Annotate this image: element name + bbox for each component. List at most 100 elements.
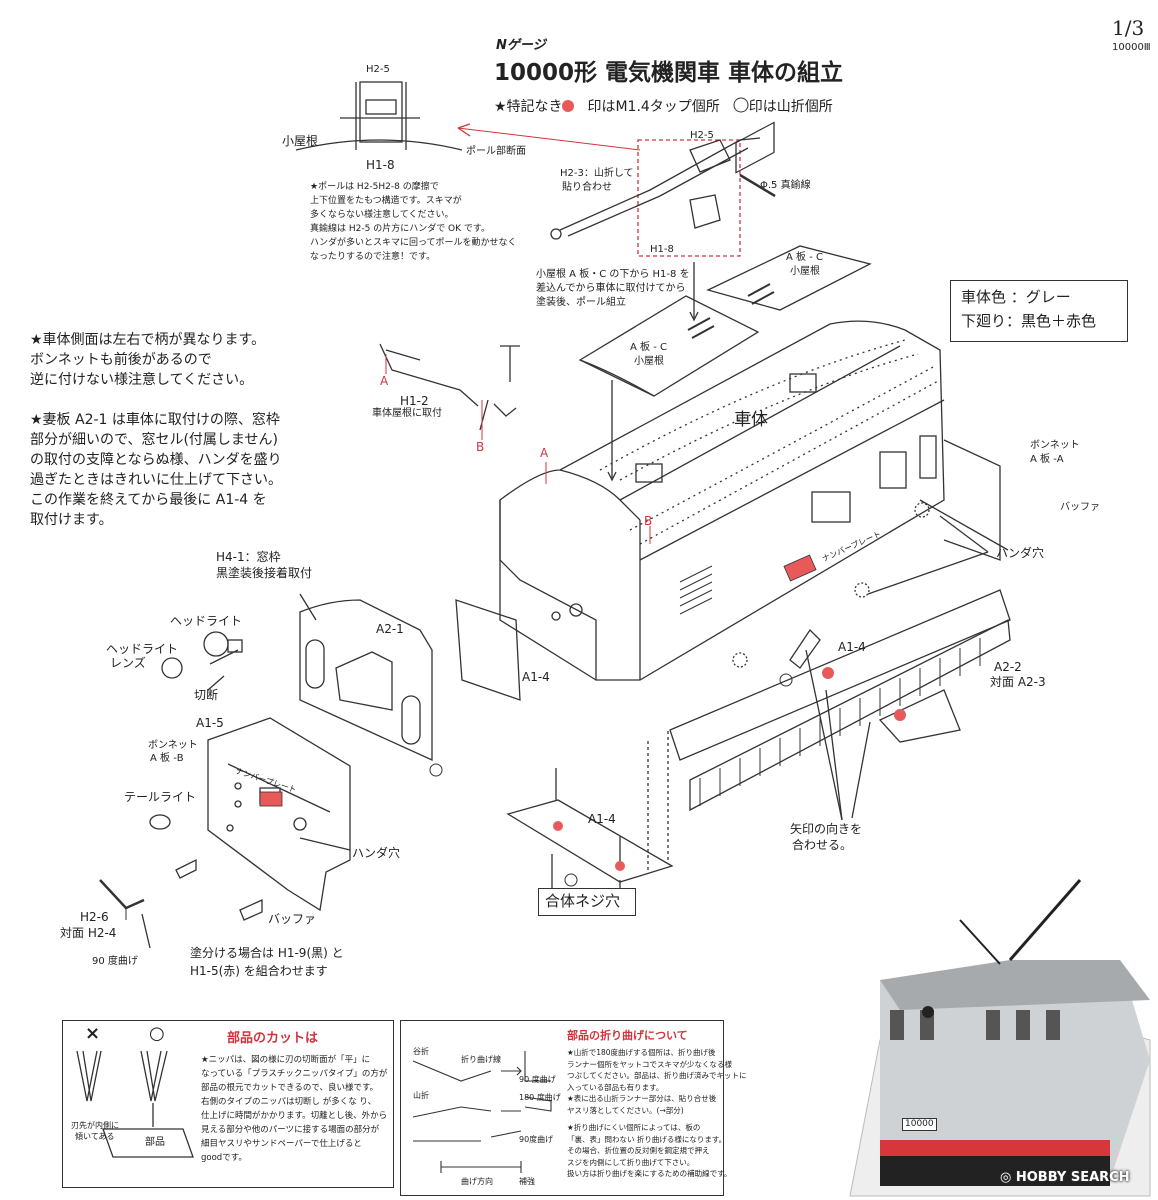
label-arrow-align-2: 合わせる。 bbox=[792, 838, 853, 852]
cut-text-line: ★ニッパは、図の様に刃の切断面が「平」に bbox=[201, 1055, 371, 1065]
label-headlight-lens: ヘッドライト bbox=[106, 642, 179, 656]
fig-180: 180 度曲げ bbox=[519, 1093, 561, 1102]
model-photo bbox=[849, 879, 1151, 1197]
label-h2-5-detail: H2-5 bbox=[690, 130, 714, 141]
watermark-text: HOBBY SEARCH bbox=[1015, 1170, 1130, 1185]
roof-note-line: 小屋根 A 板・C の下から H1-8 を bbox=[536, 269, 690, 280]
bend-text-line: 「裏、表」問わない 折り曲げる様になります。 bbox=[567, 1134, 727, 1144]
bend-text-line: ★折り曲げにくい個所によっては、板の bbox=[567, 1123, 701, 1132]
pole-note-line: なったりするので注意！です。 bbox=[310, 252, 436, 262]
label-headlight: ヘッドライト bbox=[170, 614, 243, 628]
cut-text-line: 仕上げに時間がかかります。切離とし後、外から bbox=[201, 1111, 388, 1121]
end-note-line: 部分が細いので、窓セル(付属しません) bbox=[30, 432, 278, 448]
screw-hole-box: 合体ネジ穴 bbox=[538, 888, 636, 916]
label-solder-holes-right: ハンダ穴 bbox=[996, 546, 1045, 560]
legend-fold: 印は山折個所 bbox=[748, 99, 833, 115]
label-h1-2-note: 車体屋根に取付 bbox=[372, 408, 442, 419]
pole-note-line: 多くならない様注意してください。 bbox=[310, 210, 454, 220]
bend-panel-text: ★山折で180度曲げする個所は、折り曲げ後 ランナー個所をヤットコでスキマが少な… bbox=[567, 1047, 747, 1180]
pole-note-line: ハンダが多いとスキマに回ってポールを動かせなく bbox=[310, 238, 517, 248]
body-color: 車体色 ：グレー bbox=[961, 288, 1071, 306]
watermark-logo-icon: ◎ bbox=[1000, 1170, 1016, 1185]
end-note-line: 過ぎたときはきれいに仕上げて下さい。 bbox=[30, 472, 282, 488]
cut-o-mark: ○ bbox=[149, 1023, 165, 1044]
pole-section-roof bbox=[295, 139, 463, 151]
label-h1-8-detail: H1-8 bbox=[650, 244, 674, 255]
roof-note-line: 差込んでから車体に取付けてから bbox=[536, 283, 686, 294]
pole-bracket bbox=[359, 81, 403, 143]
bend-text-line: 扱い方は折り曲げを楽にするための補助線です。 bbox=[567, 1169, 732, 1178]
label-h2-5-top: H2-5 bbox=[366, 64, 390, 75]
cut-panel-title: 部品のカットは bbox=[227, 1031, 319, 1046]
label-h1-8: H1-8 bbox=[366, 158, 395, 172]
label-koyane: 小屋根 bbox=[282, 134, 319, 148]
mark-b-rail: B bbox=[476, 440, 485, 454]
pole-note-line: 真鍮線は H2-5 の片方にハンダで OK です。 bbox=[310, 224, 490, 234]
label-h2-3: H2-3：山折して bbox=[560, 168, 634, 179]
paint-note: 塗分ける場合は H1-9(黒) と H1-5(赤) を組合わせます bbox=[190, 944, 344, 980]
roof-plate-left bbox=[578, 295, 760, 397]
tap-marker bbox=[562, 100, 574, 112]
label-roof-c-right-2: 小屋根 bbox=[790, 266, 820, 277]
fig-mountain: 山折 bbox=[413, 1091, 429, 1100]
fig-90b: 90度曲げ bbox=[519, 1135, 554, 1144]
watermark: ◎ HOBBY SEARCH bbox=[1000, 1170, 1130, 1185]
label-pole-section: ポール部断面 bbox=[466, 146, 526, 157]
pole-detail-box bbox=[637, 139, 741, 257]
cut-text-line: 部品の根元でカットできるので、良い様です。 bbox=[201, 1083, 379, 1093]
pole-note-line: ★ポールは H2-5H2-8 の摩擦で bbox=[310, 182, 439, 192]
end-note-line: この作業を終えてから最後に A1-4 を bbox=[30, 492, 267, 508]
paint-note-line: 塗分ける場合は H1-9(黒) と bbox=[190, 946, 344, 960]
side-note-line: 逆に付けない様注意してください。 bbox=[30, 372, 254, 388]
bend-instructions-panel: 部品の折り曲げについて 谷折 山折 90 度曲げ 180 度曲げ 90度曲げ 折… bbox=[400, 1020, 747, 1196]
bend-text-line: その場合、折位置の反対側を鋼定規で押え bbox=[567, 1146, 710, 1155]
label-bonnet-a: ボンネット bbox=[1030, 440, 1080, 451]
label-headlight-lens-2: レンズ bbox=[110, 656, 146, 670]
roof-note-line: 塗装後、ポール組立 bbox=[536, 297, 626, 308]
label-roof-c-right: A 板 - C bbox=[786, 252, 823, 263]
end-plate bbox=[299, 599, 433, 762]
label-h4-1-b: 黒塗装後接着取付 bbox=[216, 566, 313, 580]
mark-b-body: B bbox=[644, 514, 653, 528]
mark-a-body: A bbox=[540, 446, 549, 460]
fig-pos: 曲げ方向 bbox=[461, 1177, 493, 1186]
fig-valley: 谷折 bbox=[413, 1047, 429, 1056]
mark-a-rail: A bbox=[380, 374, 389, 388]
label-a1-5: A1-5 bbox=[196, 716, 224, 730]
label-h2-6: H2-6 bbox=[80, 910, 109, 924]
side-note-line: ボンネットも前後があるので bbox=[30, 352, 212, 368]
nipper-illustration bbox=[76, 1050, 194, 1158]
label-screw-hole: 合体ネジ穴 bbox=[545, 892, 621, 910]
end-note-line: 取付けます。 bbox=[30, 512, 113, 528]
bend-text-line: ★表に出る山折ランナー部分は、貼り合せ後 bbox=[567, 1094, 717, 1103]
body-shell bbox=[499, 320, 945, 681]
fig-fold-line: 折り曲げ線 bbox=[461, 1055, 501, 1064]
cut-text-line: 右側のタイプのニッパは切断し が多くな り、 bbox=[201, 1097, 377, 1107]
bend-text-line: ヤスリ落としてください。(→部分) bbox=[567, 1105, 684, 1115]
cut-x-mark: × bbox=[85, 1023, 101, 1044]
underframe-color: 下廻り：黒色＋赤色 bbox=[961, 312, 1097, 330]
color-spec-box: 車体色 ：グレー 下廻り：黒色＋赤色 bbox=[950, 280, 1128, 342]
label-buffer-front: バッファ bbox=[268, 912, 317, 926]
page-title: 10000形 電気機関車 車体の組立 bbox=[494, 60, 844, 86]
cut-text-line: なっている「プラスチックニッパタイプ」の方が bbox=[201, 1069, 388, 1079]
label-roof-c-left: A 板 - C bbox=[630, 342, 667, 353]
cut-text-line: goodです。 bbox=[201, 1153, 247, 1163]
label-a1-4-bottom: A1-4 bbox=[588, 812, 616, 826]
bend-panel-title: 部品の折り曲げについて bbox=[567, 1029, 688, 1042]
bottom-plate bbox=[506, 799, 674, 883]
label-a2-2: A2-2 bbox=[994, 660, 1022, 674]
label-h1-2: H1-2 bbox=[400, 394, 429, 408]
front-bonnet bbox=[207, 717, 351, 912]
legend-tap: 印はM1.4タップ個所 bbox=[587, 99, 720, 115]
blade-note: 刃先が内側に bbox=[71, 1121, 119, 1130]
label-solder-hole-front: ハンダ穴 bbox=[352, 846, 401, 860]
side-note: ★車体側面は左右で柄が異なります。 ボンネットも前後があるので 逆に付けない様注… bbox=[30, 330, 265, 390]
label-body: 車体 bbox=[734, 410, 768, 430]
label-number-plate-photo: 10000 bbox=[902, 1118, 937, 1131]
label-bonnet-b: ボンネット bbox=[148, 740, 198, 751]
bend-text-line: ランナー個所をヤットコでスキマが少なくなる様 bbox=[567, 1059, 732, 1069]
bend-text-line: 入っている部品も有ります。 bbox=[567, 1082, 664, 1092]
roof-note: 小屋根 A 板・C の下から H1-8 を 差込んでから車体に取付けてから 塗装… bbox=[536, 268, 690, 310]
fig-90: 90 度曲げ bbox=[519, 1075, 556, 1084]
